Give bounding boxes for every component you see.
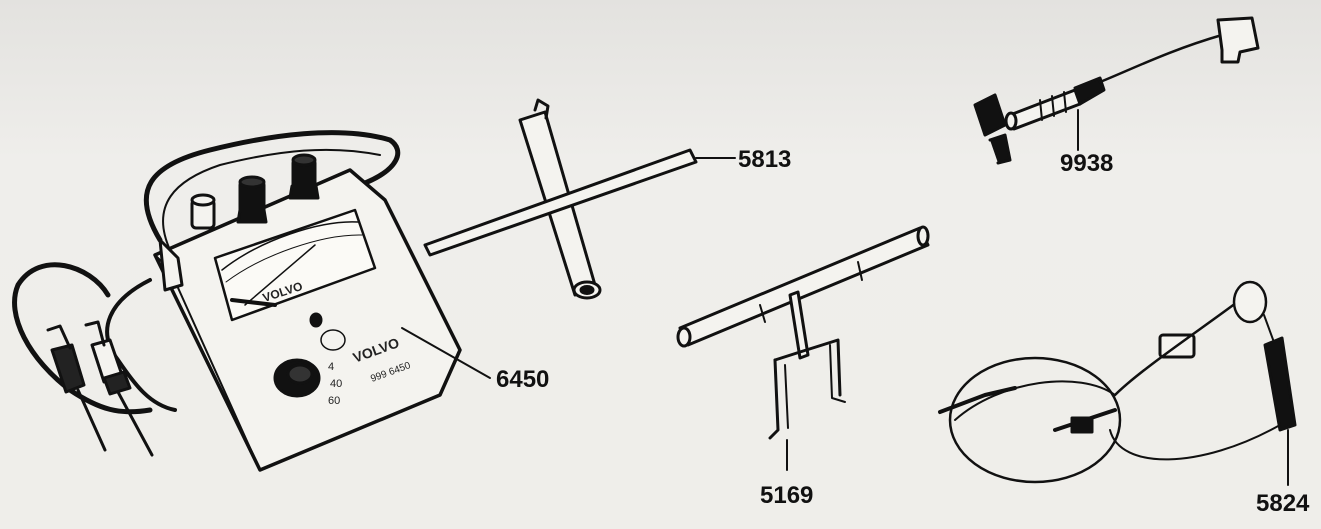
- callout-5824: 5824: [1256, 490, 1310, 517]
- wrench-drawing: [423, 98, 736, 300]
- meter-scale-60: 60: [328, 395, 341, 407]
- meter-scale-4: 4: [328, 361, 335, 373]
- probe-drawing: [973, 16, 1260, 165]
- meter-drawing: [12, 130, 491, 472]
- callout-5169: 5169: [760, 482, 814, 509]
- callout-5813: 5813: [738, 146, 792, 173]
- puller-drawing: [676, 225, 930, 471]
- callout-6450: 6450: [496, 366, 550, 393]
- clips-drawing: [938, 280, 1297, 486]
- callout-9938: 9938: [1060, 150, 1114, 177]
- meter-scale-40: 40: [330, 378, 343, 390]
